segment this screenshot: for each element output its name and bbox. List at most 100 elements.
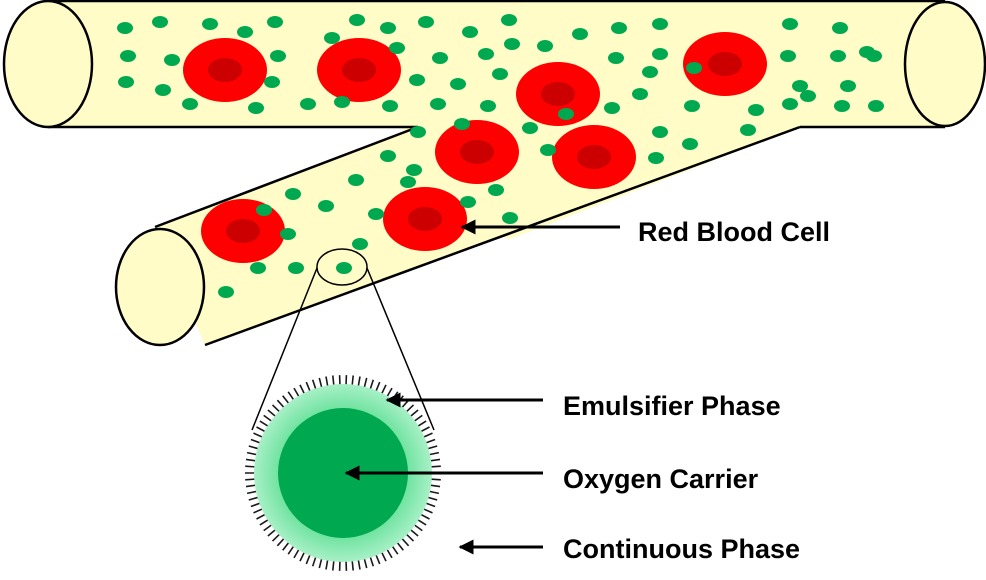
red-blood-cell-center bbox=[577, 145, 611, 169]
oxygen-carrier-droplet bbox=[682, 138, 698, 150]
oxygen-carrier-droplet bbox=[368, 208, 384, 220]
oxygen-carrier-droplet bbox=[522, 122, 538, 134]
oxygen-carrier-droplet bbox=[782, 98, 798, 110]
label-red-blood-cell: Red Blood Cell bbox=[638, 217, 831, 247]
oxygen-carrier-droplet bbox=[504, 38, 520, 50]
oxygen-carrier-droplet bbox=[348, 174, 364, 186]
oxygen-carrier-droplet bbox=[389, 42, 405, 54]
oxygen-carrier-droplet bbox=[462, 26, 478, 38]
oxygen-carrier-core bbox=[278, 408, 408, 538]
oxygen-carrier-droplet bbox=[117, 22, 133, 34]
oxygen-carrier-droplet bbox=[748, 104, 764, 116]
oxygen-carrier-droplet bbox=[432, 52, 448, 64]
oxygen-carrier-droplet bbox=[460, 196, 476, 208]
oxygen-carrier-droplet bbox=[780, 50, 796, 62]
oxygen-carrier-droplet bbox=[840, 80, 856, 92]
oxygen-carrier-droplet bbox=[264, 76, 280, 88]
oxygen-carrier-droplet bbox=[380, 150, 396, 162]
oxygen-carrier-droplet bbox=[334, 96, 350, 108]
red-blood-cell-center bbox=[342, 58, 376, 82]
oxygen-carrier-droplet bbox=[300, 98, 316, 110]
red-blood-cell-center bbox=[208, 58, 242, 82]
oxygen-carrier-droplet bbox=[248, 102, 264, 114]
oxygen-carrier-droplet bbox=[684, 100, 700, 112]
oxygen-carrier-droplet bbox=[686, 62, 702, 74]
oxygen-carrier-droplet bbox=[652, 126, 668, 138]
magnified-droplet bbox=[245, 375, 441, 571]
oxygen-carrier-droplet bbox=[740, 124, 756, 136]
oxygen-carrier-droplet bbox=[318, 200, 334, 212]
oxygen-carrier-droplet bbox=[202, 18, 218, 30]
oxygen-carrier-droplet bbox=[120, 50, 136, 62]
oxygen-carrier-droplet bbox=[454, 118, 470, 130]
oxygen-carrier-droplet bbox=[537, 40, 553, 52]
oxygen-carrier-droplet bbox=[155, 84, 171, 96]
oxygen-carrier-droplet bbox=[410, 126, 426, 138]
red-blood-cell-center bbox=[226, 219, 260, 243]
oxygen-carrier-droplet bbox=[642, 66, 658, 78]
oxygen-carrier-droplet bbox=[218, 286, 234, 298]
oxygen-carrier-droplet bbox=[285, 188, 301, 200]
oxygen-carrier-droplet bbox=[164, 54, 180, 66]
oxygen-carrier-droplet bbox=[288, 262, 304, 274]
arrows bbox=[344, 219, 620, 555]
oxygen-carrier-droplet bbox=[540, 144, 556, 156]
oxygen-carrier-droplet bbox=[478, 48, 494, 60]
label-continuous-phase: Continuous Phase bbox=[563, 534, 801, 564]
oxygen-carrier-droplet bbox=[336, 262, 352, 274]
oxygen-carrier-droplet bbox=[280, 228, 296, 240]
oxygen-carrier-droplet bbox=[492, 68, 508, 80]
oxygen-carrier-droplet bbox=[834, 100, 850, 112]
oxygen-carrier-droplet bbox=[558, 108, 574, 120]
zoom-callout bbox=[251, 248, 435, 431]
oxygen-carrier-droplet bbox=[250, 262, 266, 274]
oxygen-carrier-droplet bbox=[118, 76, 134, 88]
oxygen-carrier-droplet bbox=[418, 16, 434, 28]
oxygen-carrier-droplet bbox=[480, 100, 496, 112]
label-emulsifier-phase: Emulsifier Phase bbox=[563, 391, 781, 421]
oxygen-carrier-droplet bbox=[832, 22, 848, 34]
red-blood-cell-center bbox=[408, 207, 442, 231]
oxygen-carrier-droplet bbox=[782, 18, 798, 30]
oxygen-carrier-droplet bbox=[868, 100, 884, 112]
oxygen-carrier-droplet bbox=[406, 164, 422, 176]
red-blood-cell-center bbox=[541, 82, 575, 106]
oxygen-carrier-droplet bbox=[352, 238, 368, 250]
oxygen-carrier-droplet bbox=[632, 88, 648, 100]
oxygen-carrier-droplet bbox=[572, 28, 588, 40]
oxygen-carrier-droplet bbox=[267, 16, 283, 28]
oxygen-carrier-droplet bbox=[652, 18, 668, 30]
oxygen-carrier-droplet bbox=[488, 184, 504, 196]
oxygen-carrier-droplet bbox=[450, 78, 466, 90]
oxygen-carrier-droplet bbox=[866, 50, 882, 62]
oxygen-carrier-droplet bbox=[611, 22, 627, 34]
branch-vessel bbox=[114, 125, 801, 347]
oxygen-carrier-droplet bbox=[652, 48, 668, 60]
oxygen-carrier-droplet bbox=[648, 152, 664, 164]
oxygen-carrier-droplet bbox=[382, 100, 398, 112]
oxygen-carrier-droplet bbox=[152, 16, 168, 28]
red-blood-cell-center bbox=[460, 140, 494, 164]
oxygen-carrier-droplet bbox=[501, 14, 517, 26]
oxygen-carrier-droplet bbox=[400, 176, 416, 188]
oxygen-carrier-droplet bbox=[604, 102, 620, 114]
oxygen-carrier-droplet bbox=[409, 74, 425, 86]
oxygen-carrier-droplet bbox=[380, 22, 396, 34]
oxygen-carrier-droplet bbox=[502, 212, 518, 224]
oxygen-carrier-droplet bbox=[256, 204, 272, 216]
oxygen-carrier-droplet bbox=[830, 50, 846, 62]
oxygen-carrier-droplet bbox=[237, 26, 253, 38]
oxygen-carrier-droplets bbox=[117, 14, 884, 298]
oxygen-carrier-droplet bbox=[430, 98, 446, 110]
oxygen-carrier-droplet bbox=[792, 80, 808, 92]
red-blood-cells bbox=[183, 32, 767, 263]
oxygen-carrier-droplet bbox=[182, 98, 198, 110]
oxygen-carrier-droplet bbox=[349, 14, 365, 26]
oxygen-carrier-droplet bbox=[270, 50, 286, 62]
label-oxygen-carrier: Oxygen Carrier bbox=[563, 464, 759, 494]
oxygen-carrier-droplet bbox=[608, 52, 624, 64]
oxygen-carrier-droplet bbox=[800, 90, 816, 102]
oxygen-carrier-droplet bbox=[324, 32, 340, 44]
